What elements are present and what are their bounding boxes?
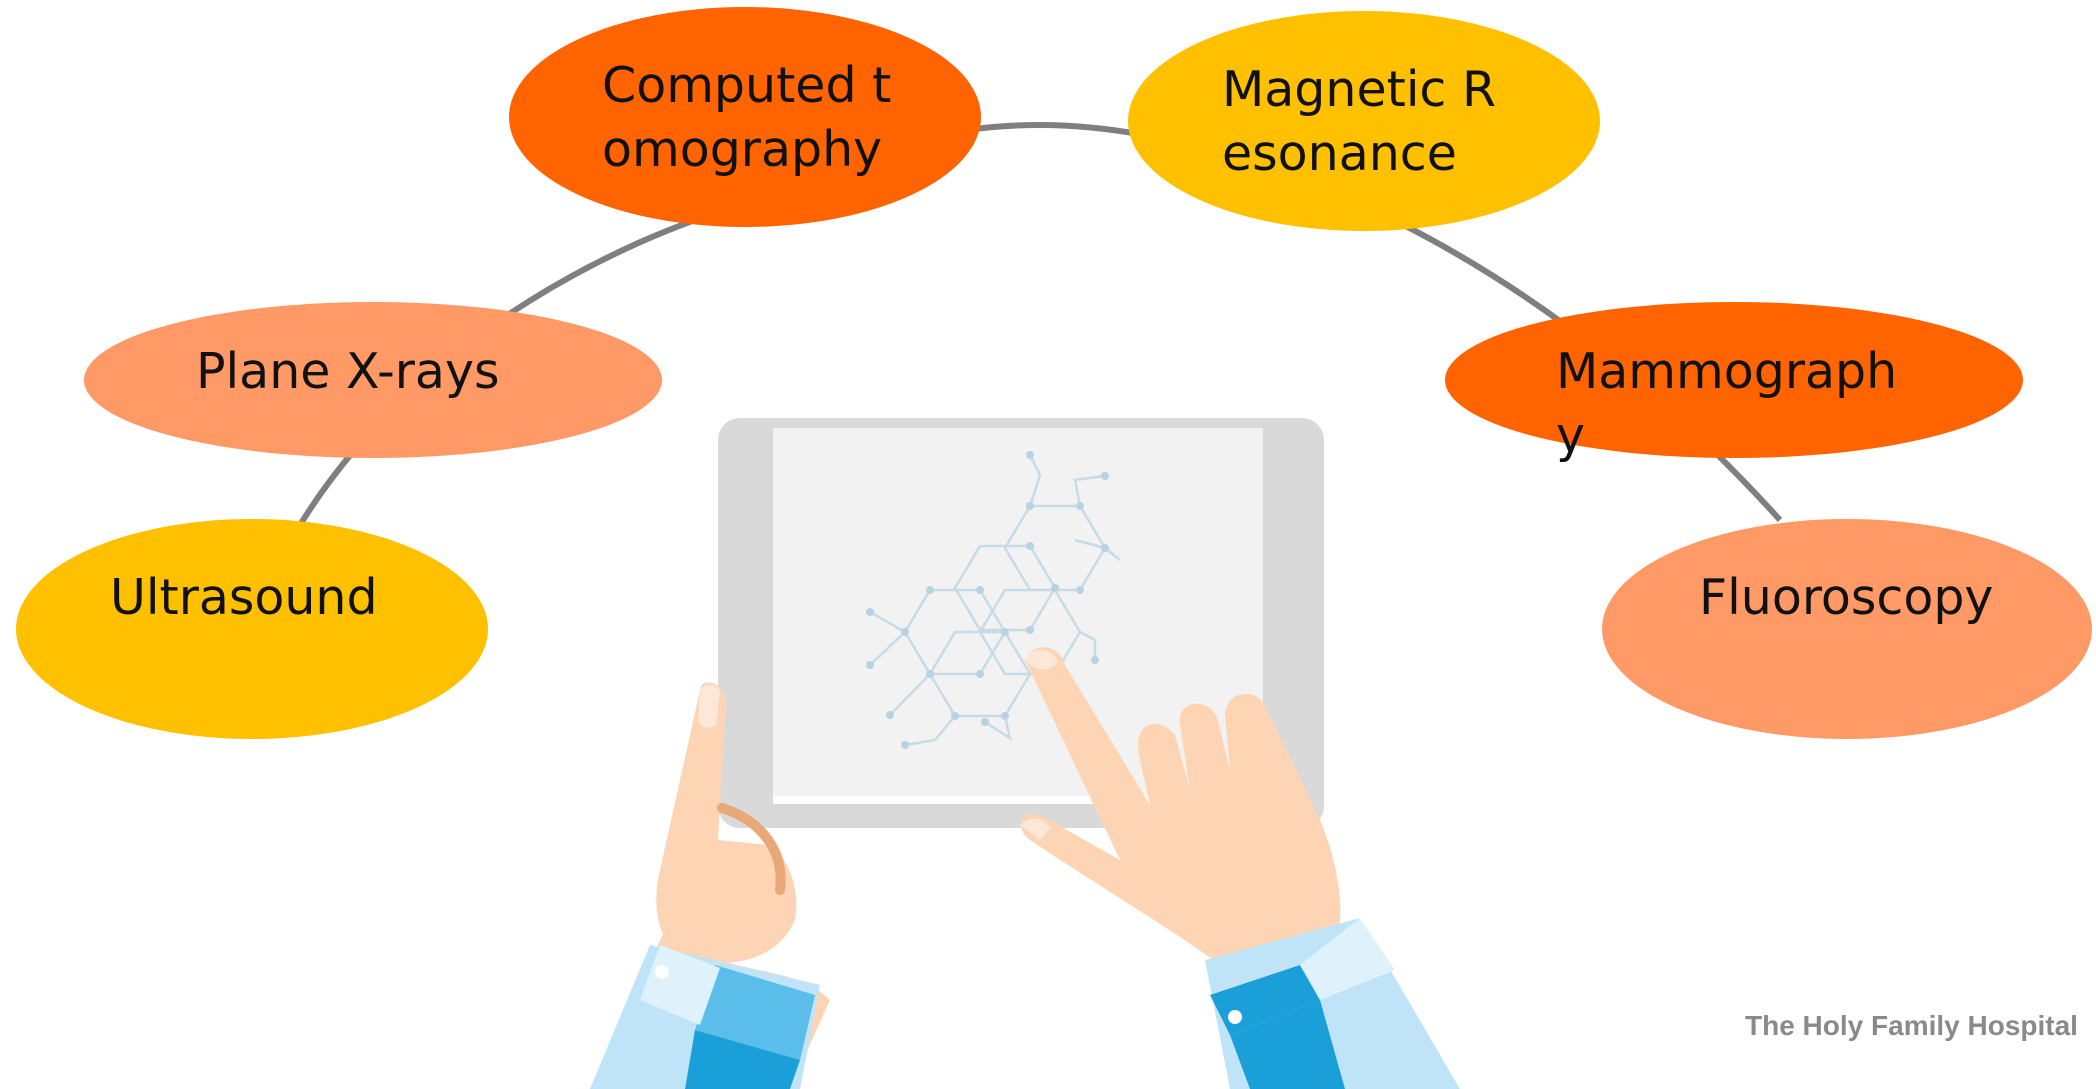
node-shape-mammography <box>1445 302 2023 458</box>
hands-holding-tablet-icon <box>590 418 1460 1089</box>
node-shape-ultrasound <box>16 519 488 739</box>
node-label-mammography: Mammography <box>1556 343 1898 464</box>
molecule-nodes <box>866 451 1109 749</box>
tablet-screen <box>773 428 1263 800</box>
node-label-fluoroscopy: Fluoroscopy <box>1699 569 1994 626</box>
node-shape-magnetic-resonance <box>1128 11 1600 231</box>
node-label-computed-tomography: Computed tomography <box>602 57 892 178</box>
node-shape-computed-tomography <box>509 7 981 227</box>
node-label-plane-x-rays: Plane X-rays <box>196 343 500 400</box>
right-hand <box>1020 647 1460 1089</box>
tablet-screen-bar <box>773 796 1263 804</box>
node-shape-fluoroscopy <box>1602 519 2092 739</box>
left-hand <box>590 682 830 1089</box>
footer-text: The Holy Family Hospital <box>1745 1010 2078 1041</box>
node-shape-plane-x-rays <box>84 302 662 458</box>
node-label-ultrasound: Ultrasound <box>110 569 378 626</box>
node-label-magnetic-resonance: Magnetic Resonance <box>1222 61 1496 182</box>
